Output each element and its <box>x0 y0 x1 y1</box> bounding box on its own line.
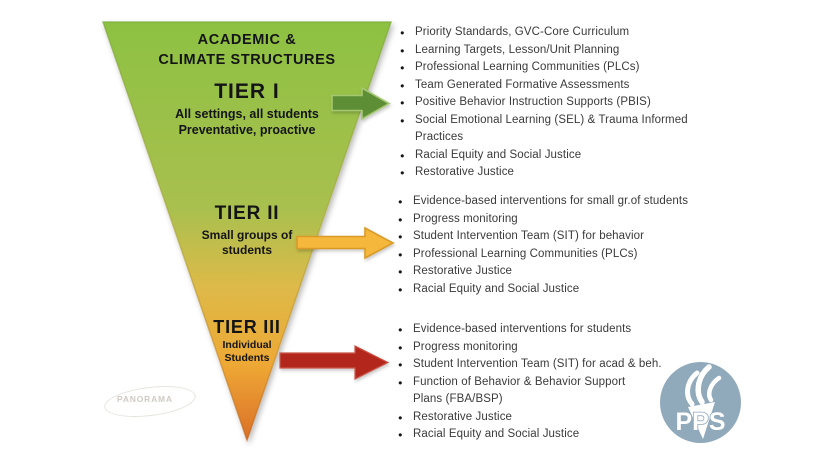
tier1-subtitle: All settings, all students Preventative,… <box>96 106 398 138</box>
tier1-subtitle-line2: Preventative, proactive <box>178 123 316 137</box>
list-item: Social Emotional Learning (SEL) & Trauma… <box>398 112 716 147</box>
list-item: Progress monitoring <box>396 339 731 357</box>
list-item: Function of Behavior & Behavior Support … <box>396 374 731 409</box>
tier2-subtitle-line1: Small groups of <box>201 228 293 242</box>
list-item: Positive Behavior Instruction Supports (… <box>398 94 716 112</box>
tier1-list: Priority Standards, GVC-Core Curriculum … <box>398 24 716 182</box>
list-item: Racial Equity and Social Justice <box>398 147 716 165</box>
tier1-title: TIER I <box>214 80 280 103</box>
list-item: Priority Standards, GVC-Core Curriculum <box>398 24 716 42</box>
tier1-subtitle-line1: All settings, all students <box>175 107 319 121</box>
tier3-subtitle: Individual Students <box>96 339 398 365</box>
list-item: Restorative Justice <box>396 409 731 427</box>
tier3-subtitle-line1: Individual <box>222 339 272 351</box>
tier2-subtitle-line2: students <box>221 243 272 257</box>
list-item: Learning Targets, Lesson/Unit Planning <box>398 42 716 60</box>
list-item: Evidence-based interventions for small g… <box>396 193 731 211</box>
tier3-arrow <box>279 345 390 380</box>
funnel-header-line1: ACADEMIC & <box>197 32 297 48</box>
funnel-header-line2: CLIMATE STRUCTURES <box>158 51 336 68</box>
tier3-subtitle-line2: Students <box>224 352 270 364</box>
tier2-arrow <box>296 226 395 260</box>
tier2-subtitle: Small groups of students <box>96 228 398 258</box>
list-item: Professional Learning Communities (PLCs) <box>396 246 731 264</box>
list-item: Restorative Justice <box>398 164 716 182</box>
list-item: Student Intervention Team (SIT) for acad… <box>396 356 731 374</box>
list-item: Racial Equity and Social Justice <box>396 426 731 444</box>
tier3-list: Evidence-based interventions for student… <box>396 321 731 444</box>
funnel-header: ACADEMIC & CLIMATE STRUCTURES <box>96 31 398 70</box>
tier3-title: TIER III <box>213 317 281 337</box>
funnel-triangle <box>101 21 393 443</box>
list-item: Racial Equity and Social Justice <box>396 281 731 299</box>
tier1-arrow <box>331 86 391 121</box>
list-item: Evidence-based interventions for student… <box>396 321 731 339</box>
list-item: Student Intervention Team (SIT) for beha… <box>396 228 731 246</box>
list-item: Progress monitoring <box>396 211 731 229</box>
list-item: Professional Learning Communities (PLCs) <box>398 59 716 77</box>
panorama-watermark: PANORAMA <box>102 381 198 422</box>
tier2-list: Evidence-based interventions for small g… <box>396 193 731 298</box>
panorama-watermark-text: PANORAMA <box>117 394 173 404</box>
list-item: Restorative Justice <box>396 263 731 281</box>
list-item: Team Generated Formative Assessments <box>398 77 716 95</box>
tier2-title: TIER II <box>214 203 280 224</box>
